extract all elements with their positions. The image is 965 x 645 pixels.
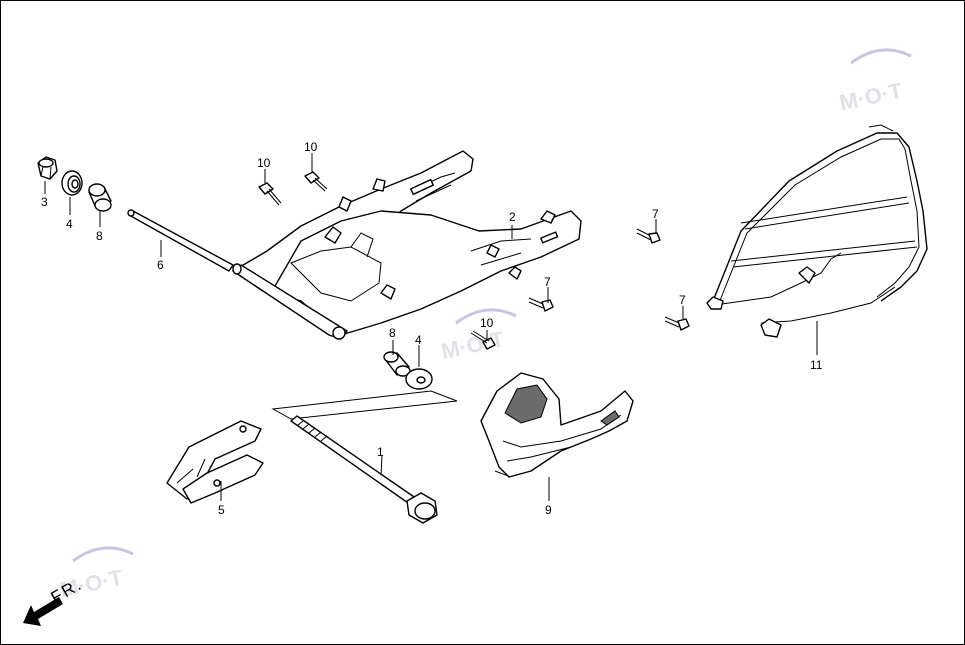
axis-line bbox=[271, 390, 458, 420]
svg-text:M·O·T: M·O·T bbox=[439, 326, 507, 364]
label-7a: 7 bbox=[652, 207, 659, 221]
label-5: 5 bbox=[218, 503, 225, 517]
bolt-part-10-right bbox=[304, 171, 328, 192]
label-10c: 10 bbox=[480, 316, 494, 330]
label-9: 9 bbox=[545, 503, 552, 517]
label-7b: 7 bbox=[544, 275, 551, 289]
bolt-part-7-center bbox=[528, 297, 554, 312]
moto-logo-watermark: M·O·T bbox=[837, 48, 912, 116]
seal-part-4-bottom bbox=[405, 368, 433, 390]
bolt-part-7-right bbox=[664, 316, 690, 331]
label-8a: 8 bbox=[96, 229, 103, 243]
chain-guard-part-9 bbox=[480, 372, 634, 478]
bolt-part-10-left bbox=[258, 182, 282, 206]
label-11: 11 bbox=[810, 358, 823, 372]
svg-text:M·O·T: M·O·T bbox=[837, 78, 905, 116]
front-arrow-icon bbox=[23, 597, 63, 626]
bearing-part-8-top bbox=[88, 183, 112, 212]
bolt-part-10-center bbox=[470, 330, 496, 350]
leader-lines bbox=[44, 153, 818, 501]
bolt-part-7-top bbox=[636, 228, 661, 244]
pivot-bolt-part-1 bbox=[290, 415, 438, 524]
chain-slider-part-5 bbox=[166, 420, 264, 504]
nut-part-3 bbox=[37, 156, 58, 180]
label-6: 6 bbox=[157, 258, 164, 272]
seal-part-4-top bbox=[61, 170, 83, 196]
label-1: 1 bbox=[377, 445, 384, 459]
label-4a: 4 bbox=[66, 217, 73, 231]
label-10a: 10 bbox=[257, 156, 271, 170]
swingarm-part-2 bbox=[232, 150, 582, 340]
label-2: 2 bbox=[509, 210, 516, 224]
label-4b: 4 bbox=[415, 333, 422, 347]
label-10b: 10 bbox=[304, 140, 318, 154]
front-direction-indicator: FR. bbox=[23, 574, 86, 626]
label-7c: 7 bbox=[679, 293, 686, 307]
pivot-pipe-part-6 bbox=[127, 209, 234, 272]
label-8b: 8 bbox=[389, 326, 396, 340]
rack-part-11 bbox=[706, 124, 928, 338]
label-3: 3 bbox=[41, 195, 48, 209]
callout-labels: 1 2 3 4 4 5 6 7 7 7 8 8 9 10 10 10 11 bbox=[41, 140, 823, 517]
bearing-part-8-bottom bbox=[383, 351, 411, 377]
